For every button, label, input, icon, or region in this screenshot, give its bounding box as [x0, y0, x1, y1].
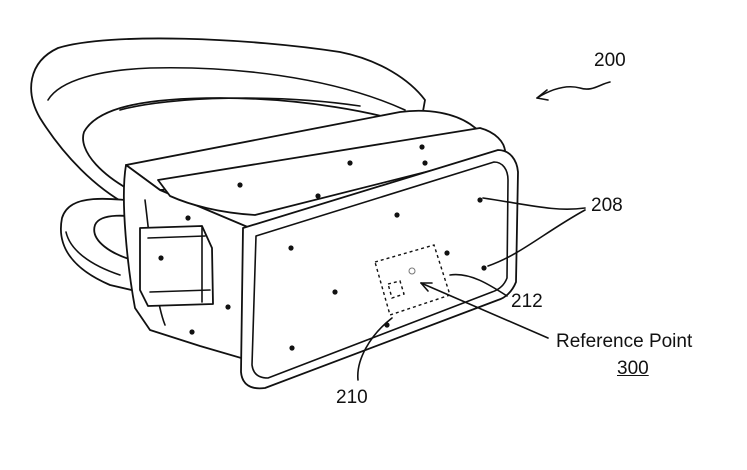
figure-number-label: 200: [594, 51, 626, 70]
sensor-212-label: 212: [511, 292, 543, 311]
strap-clip: [140, 226, 213, 306]
sensors-label: 208: [591, 196, 623, 215]
reference-point-label: Reference Point: [556, 332, 692, 351]
sensor-210-label: 210: [336, 388, 368, 407]
reference-point-number-label: 300: [617, 359, 649, 378]
